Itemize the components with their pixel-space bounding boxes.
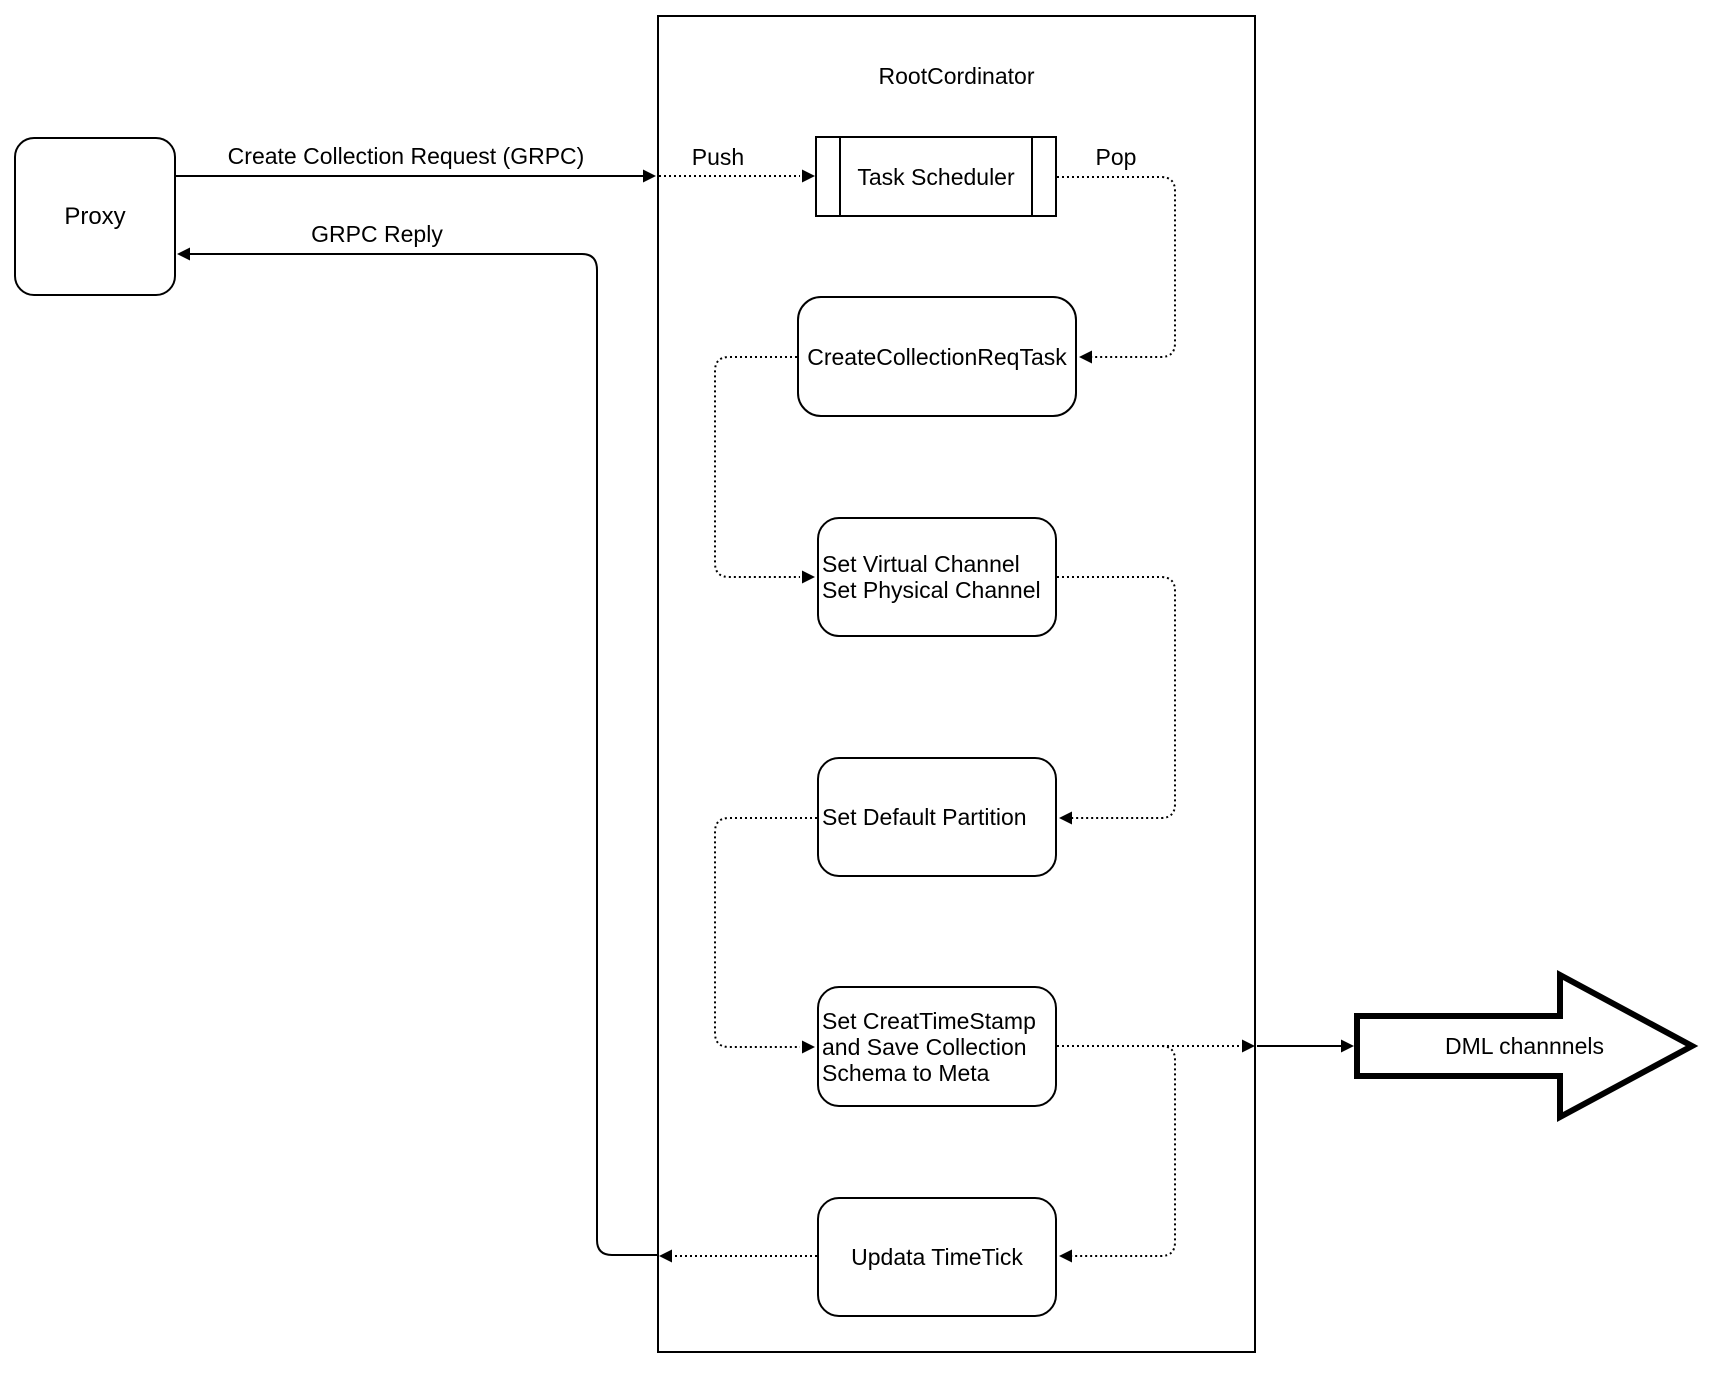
edge-creat-timestamp-to-updata-timetick xyxy=(1057,1045,1176,1257)
set-default-partition-label: Set Default Partition xyxy=(822,804,1027,830)
proxy-label: Proxy xyxy=(64,202,126,230)
edge-label-grpc-reply: GRPC Reply xyxy=(297,221,457,247)
arrowhead-into-dml-channels xyxy=(1341,1039,1354,1053)
dml-channels-label: DML channnels xyxy=(1357,975,1692,1117)
arrowhead-into-set-channels xyxy=(802,570,815,584)
edge-grpc-reply xyxy=(190,253,658,1256)
edge-label-create-collection-request: Create Collection Request (GRPC) xyxy=(220,143,592,169)
edge-reqtask-to-set-channels xyxy=(714,356,800,578)
set-default-partition-node: Set Default Partition xyxy=(817,757,1057,877)
arrowhead-reply-into-proxy xyxy=(177,247,190,261)
updata-timetick-node: Updata TimeTick xyxy=(817,1197,1057,1317)
arrowhead-at-container-left-edge xyxy=(659,1249,672,1263)
arrowhead-at-container-right-edge xyxy=(1242,1039,1255,1053)
edge-set-channels-to-default-partition xyxy=(1057,576,1176,819)
create-collection-req-task-node: CreateCollectionReqTask xyxy=(797,296,1077,417)
arrowhead-request-into-container xyxy=(643,169,656,183)
edge-default-partition-to-creat-timestamp xyxy=(714,817,817,1048)
arrowhead-pop-into-create-collection-req-task xyxy=(1079,350,1092,364)
set-channels-label: Set Virtual Channel Set Physical Channel xyxy=(822,551,1041,603)
arrowhead-push-into-task-scheduler xyxy=(802,169,815,183)
updata-timetick-label: Updata TimeTick xyxy=(851,1244,1023,1270)
rootcoordinator-title: RootCordinator xyxy=(878,63,1035,89)
create-collection-req-task-label: CreateCollectionReqTask xyxy=(807,343,1067,370)
dml-channels-arrow-shape xyxy=(1354,969,1699,1123)
arrowhead-into-updata-timetick xyxy=(1059,1249,1072,1263)
edge-label-push: Push xyxy=(678,144,758,170)
arrowhead-into-default-partition xyxy=(1059,811,1072,825)
dml-channels-text: DML channnels xyxy=(1445,1032,1604,1059)
task-scheduler-right-bar xyxy=(1031,136,1033,217)
edge-label-pop: Pop xyxy=(1076,144,1156,170)
arrowhead-into-creat-timestamp xyxy=(802,1040,815,1054)
task-scheduler-node: Task Scheduler xyxy=(815,136,1057,217)
edge-pop xyxy=(1057,176,1176,358)
task-scheduler-left-bar xyxy=(839,136,841,217)
task-scheduler-label: Task Scheduler xyxy=(857,163,1015,190)
set-creat-timestamp-label: Set CreatTimeStamp and Save Collection S… xyxy=(822,1007,1036,1086)
rootcoordinator-container xyxy=(657,15,1256,1353)
proxy-node: Proxy xyxy=(14,137,176,296)
set-channels-node: Set Virtual Channel Set Physical Channel xyxy=(817,517,1057,637)
set-creat-timestamp-node: Set CreatTimeStamp and Save Collection S… xyxy=(817,986,1057,1107)
